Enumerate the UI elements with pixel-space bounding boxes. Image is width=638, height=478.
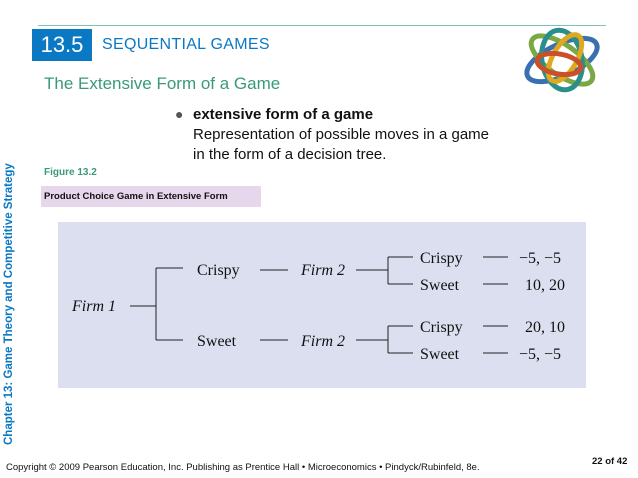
leaf-1-payoff: −5, −5 <box>519 250 561 267</box>
branch-top-node: Firm 2 <box>300 262 345 279</box>
definition-text: Representation of possible moves in a ga… <box>193 126 490 163</box>
bullet-icon: ● <box>175 106 184 122</box>
header-rule <box>38 25 606 26</box>
page-number: 22 of 42 <box>592 456 628 467</box>
branch-bottom-node: Firm 2 <box>300 333 345 350</box>
figure-caption: Product Choice Game in Extensive Form <box>41 186 261 207</box>
leaf-4-choice: Sweet <box>420 346 460 363</box>
decision-tree: Firm 1 Crispy Firm 2 Sweet Firm 2 Crispy… <box>71 250 565 363</box>
leaf-3-payoff: 20, 10 <box>525 319 565 336</box>
definition-term: extensive form of a game <box>193 106 374 123</box>
figure-label: Figure 13.2 <box>44 167 97 178</box>
branch-bottom-choice: Sweet <box>197 333 237 350</box>
interlocking-rings-icon <box>524 27 600 93</box>
leaf-1-choice: Crispy <box>420 250 463 267</box>
root-node-label: Firm 1 <box>71 298 116 315</box>
section-title: SEQUENTIAL GAMES <box>102 36 270 53</box>
copyright-footer: Copyright © 2009 Pearson Education, Inc.… <box>6 462 480 473</box>
leaf-2-choice: Sweet <box>420 277 460 294</box>
leaf-3-choice: Crispy <box>420 319 463 336</box>
chapter-sidebar-label: Chapter 13: Game Theory and Competitive … <box>3 163 15 445</box>
leaf-4-payoff: −5, −5 <box>519 346 561 363</box>
branch-top-choice: Crispy <box>197 262 240 279</box>
decision-tree-panel: Firm 1 Crispy Firm 2 Sweet Firm 2 Crispy… <box>58 222 586 388</box>
leaf-2-payoff: 10, 20 <box>525 277 565 294</box>
section-number: 13.5 <box>32 29 92 61</box>
slide-subtitle: The Extensive Form of a Game <box>44 74 281 93</box>
